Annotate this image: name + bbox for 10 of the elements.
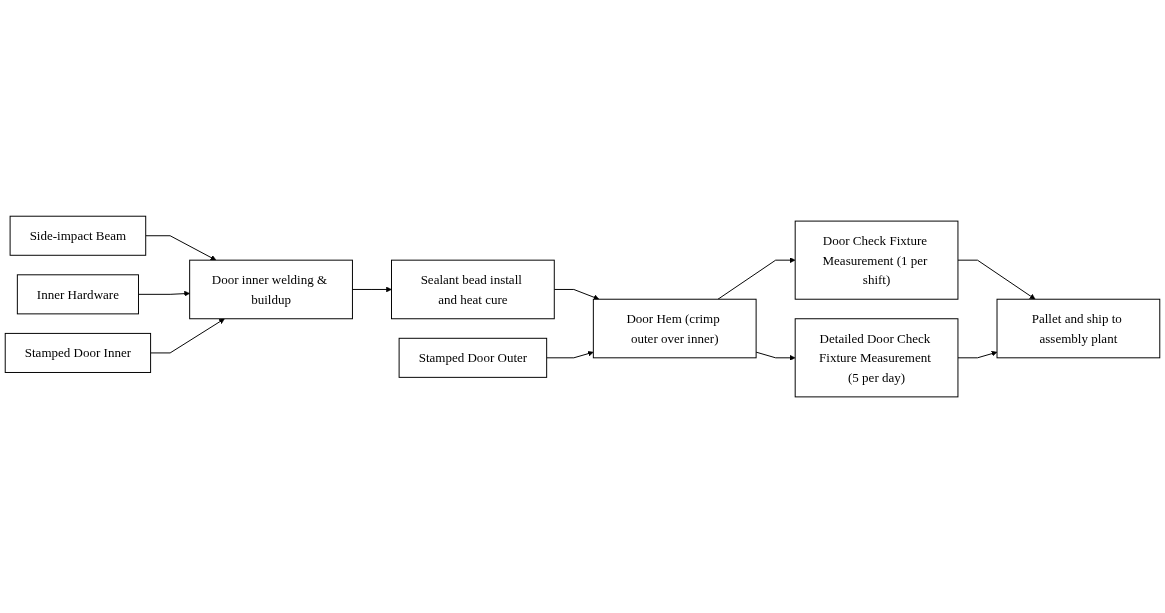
node-box: Inner Hardware (16, 274, 139, 315)
node-box: Side-impact Beam (9, 215, 147, 256)
node-box: Stamped Door Outer (398, 337, 548, 378)
node-box: Door Hem (crimp outer over inner) (592, 298, 757, 359)
node-box: Sealant bead install and heat cure (391, 259, 555, 320)
node-box: Door inner welding & buildup (189, 259, 353, 320)
node-box: Stamped Door Inner (4, 332, 152, 373)
node-box: Pallet and ship to assembly plant (996, 298, 1161, 359)
node-box: Detailed Door Check Fixture Measurement (5 per day) (794, 318, 959, 398)
node-box: Door Check Fixture Measurement (1 per shift) (794, 220, 959, 300)
